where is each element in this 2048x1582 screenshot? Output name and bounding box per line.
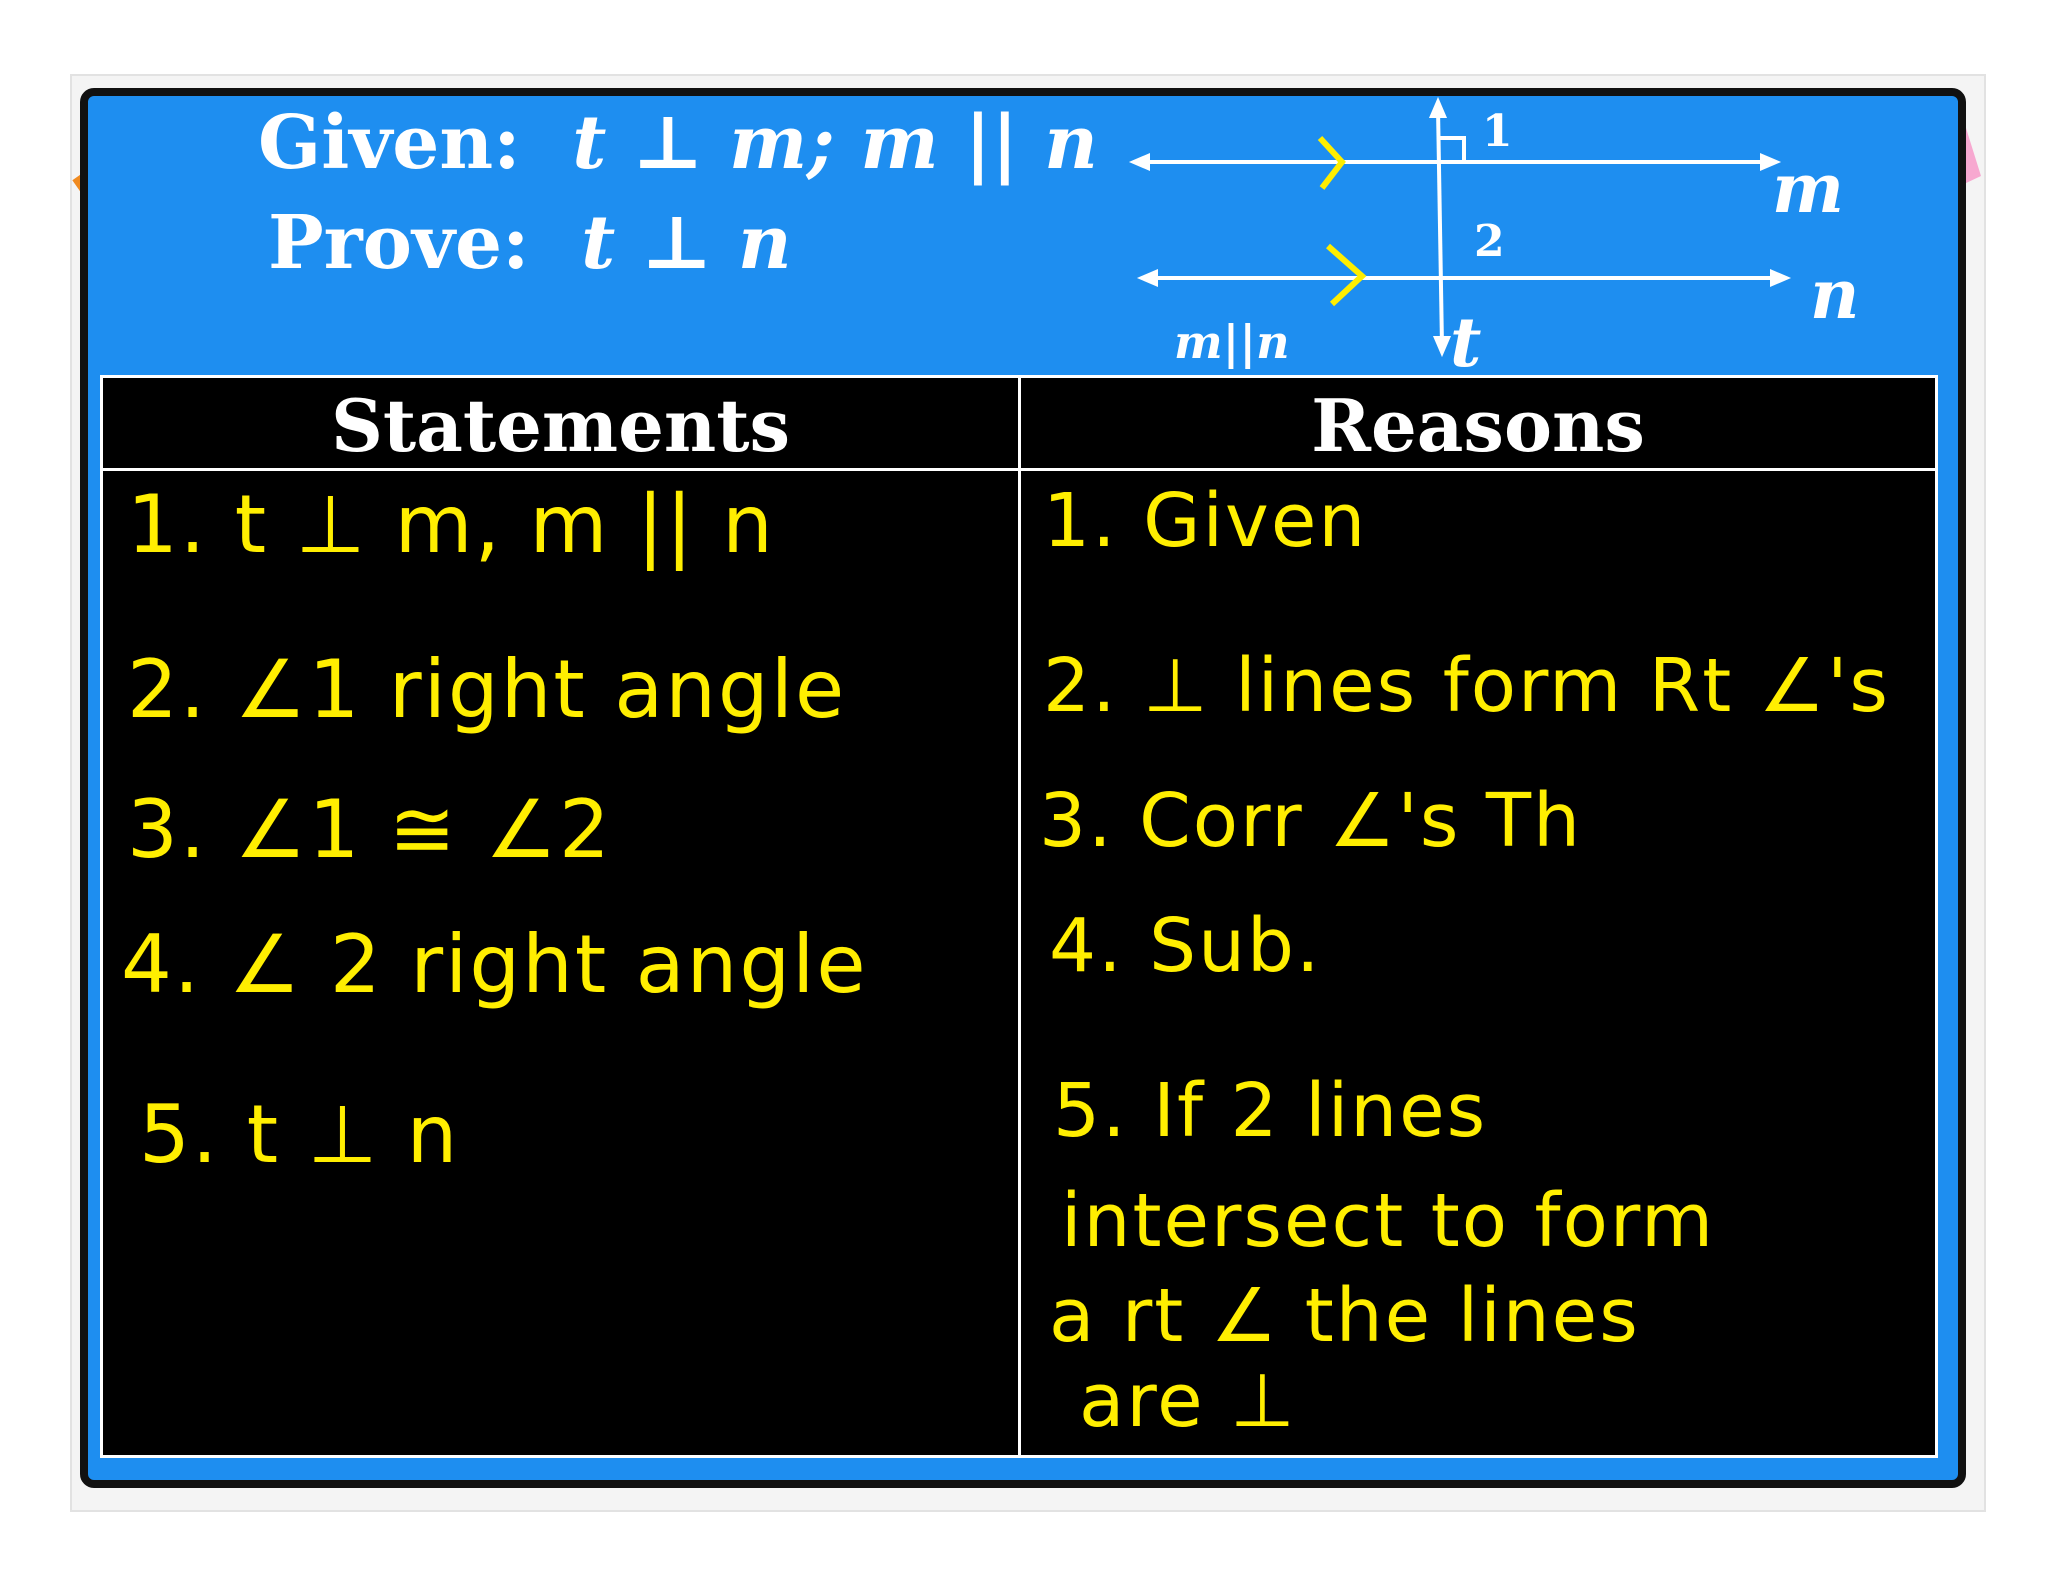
statement-1: 1. t ⊥ m, m || n <box>127 478 775 571</box>
line-n-arrow-left <box>1136 268 1158 288</box>
parallel-mark-n <box>1326 243 1367 307</box>
reasons-header: Reasons <box>1311 383 1645 468</box>
line-m-arrow-right <box>1760 152 1782 172</box>
angle-2-label: 2 <box>1474 216 1505 267</box>
line-t-arrow-top <box>1428 96 1448 118</box>
reason-3: 3. Corr ∠'s Th <box>1039 778 1583 864</box>
reason-5-line-4: are ⊥ <box>1079 1358 1297 1444</box>
reason-5-line-3: a rt ∠ the lines <box>1049 1273 1640 1359</box>
statements-header: Statements <box>330 383 791 468</box>
line-t <box>1436 107 1444 347</box>
given-statement: t ⊥ m; m || n <box>572 100 1098 186</box>
statement-4: 4. ∠ 2 right angle <box>121 918 868 1011</box>
right-angle-mark <box>1440 136 1466 162</box>
reason-5-line-1: 5. If 2 lines <box>1053 1068 1488 1154</box>
given-label: Given: <box>258 100 521 186</box>
reason-5-line-2: intersect to form <box>1061 1178 1716 1264</box>
line-m-arrow-left <box>1128 152 1150 172</box>
statement-2: 2. ∠1 right angle <box>127 643 847 736</box>
statement-3: 3. ∠1 ≅ ∠2 <box>127 783 612 876</box>
proof-table: Statements Reasons 1. t ⊥ m, m || n 2. ∠… <box>100 375 1938 1458</box>
parallel-mark-m <box>1317 135 1346 190</box>
parallel-lines-diagram: 1 2 m n t m||n <box>1128 96 1859 383</box>
angle-1-label: 1 <box>1482 106 1513 157</box>
header-divider <box>103 468 1935 471</box>
line-t-label: t <box>1450 303 1481 383</box>
reason-2: 2. ⊥ lines form Rt ∠'s <box>1043 643 1890 729</box>
line-n-arrow-right <box>1770 268 1792 288</box>
column-divider <box>1018 378 1021 1455</box>
reason-1: 1. Given <box>1043 478 1368 564</box>
statement-5: 5. t ⊥ n <box>139 1088 460 1181</box>
given-line: Given: t ⊥ m; m || n <box>258 100 1098 186</box>
line-t-arrow-bottom <box>1432 336 1452 358</box>
prove-label: Prove: <box>268 200 530 286</box>
parallel-note: m||n <box>1174 315 1290 369</box>
reason-4: 4. Sub. <box>1049 903 1322 989</box>
line-n-label: n <box>1810 255 1859 335</box>
line-m-label: m <box>1772 149 1844 229</box>
prove-statement: t ⊥ n <box>581 200 792 286</box>
prove-line: Prove: t ⊥ n <box>268 200 792 286</box>
